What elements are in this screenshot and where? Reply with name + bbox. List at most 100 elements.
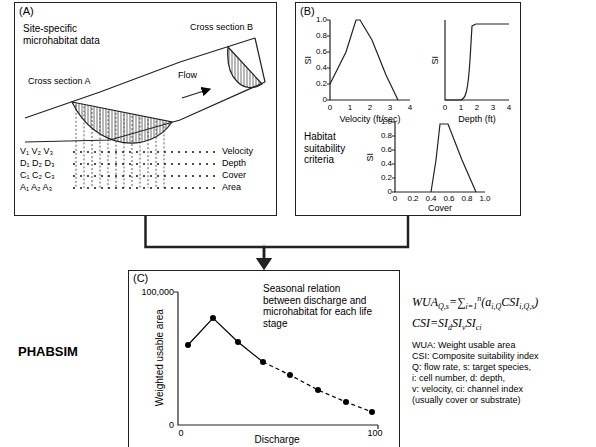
tick-label: 2 bbox=[475, 103, 479, 112]
row-name: Area bbox=[222, 182, 241, 192]
tick-mark bbox=[392, 178, 395, 179]
data-dot bbox=[185, 175, 187, 177]
data-dot bbox=[157, 163, 159, 165]
cover-curve bbox=[431, 124, 476, 192]
tick-mark bbox=[327, 68, 330, 69]
text-label: Cross section A bbox=[28, 76, 91, 86]
data-dot bbox=[94, 163, 96, 165]
tick-mark bbox=[392, 192, 395, 193]
axis-label: SI bbox=[303, 56, 313, 65]
data-point bbox=[369, 409, 375, 415]
data-dot bbox=[87, 187, 89, 189]
survey-line bbox=[132, 116, 133, 188]
data-dot bbox=[213, 163, 215, 165]
data-dot bbox=[73, 187, 75, 189]
data-dot bbox=[143, 151, 145, 153]
axis-label: Weighted usable area bbox=[154, 309, 166, 406]
survey-line bbox=[76, 105, 77, 188]
tick-label: 4 bbox=[408, 103, 412, 112]
formula-part: CSI=SI bbox=[412, 316, 448, 330]
tick-mark bbox=[392, 136, 395, 137]
formula-part: ) bbox=[534, 295, 538, 309]
data-dot bbox=[122, 163, 124, 165]
formula-row: WUAQ,s=∑i=1n(ai,QCSIi,Q,s) bbox=[412, 294, 538, 312]
data-dot bbox=[192, 175, 194, 177]
formula-row: CSI=SIdSIvSIci bbox=[412, 316, 481, 333]
data-dot bbox=[185, 151, 187, 153]
data-dot bbox=[115, 175, 117, 177]
tick-mark bbox=[392, 164, 395, 165]
data-dot bbox=[164, 151, 166, 153]
axis-label: Depth (ft) bbox=[458, 114, 496, 124]
tick-label: 0.2 bbox=[381, 173, 392, 182]
data-dot bbox=[94, 187, 96, 189]
formula-part: i=1 bbox=[466, 302, 478, 311]
connector-line bbox=[264, 216, 408, 259]
tick-label: 1.0 bbox=[381, 117, 392, 126]
data-dot bbox=[129, 163, 131, 165]
data-dot bbox=[108, 175, 110, 177]
data-dot bbox=[136, 187, 138, 189]
data-dot bbox=[101, 187, 103, 189]
river-end bbox=[255, 38, 265, 82]
tick-label: 0.8 bbox=[461, 194, 472, 203]
definition-note: i: cell number, d: depth, bbox=[412, 373, 505, 383]
tick-label: 0.6 bbox=[443, 194, 454, 203]
tick-label: 0 bbox=[178, 428, 183, 438]
wua-curve bbox=[263, 362, 372, 412]
river-bank bbox=[25, 38, 255, 118]
formula-part: WUA bbox=[412, 295, 438, 309]
row-name: Cover bbox=[222, 170, 246, 180]
cross-section-a bbox=[72, 102, 172, 143]
data-dot bbox=[143, 163, 145, 165]
data-dot bbox=[80, 151, 82, 153]
text-label: Flow bbox=[178, 70, 197, 80]
data-dot bbox=[143, 175, 145, 177]
data-point bbox=[235, 339, 241, 345]
tick-mark bbox=[327, 20, 330, 21]
tick-label: 0.6 bbox=[316, 47, 327, 56]
axis-label: Discharge bbox=[254, 434, 299, 446]
data-dot bbox=[87, 175, 89, 177]
data-dot bbox=[213, 187, 215, 189]
definition-note: WUA: Weight usable area bbox=[412, 340, 515, 350]
axis-label: SI bbox=[365, 153, 375, 162]
row-name: Velocity bbox=[222, 146, 253, 156]
data-dot bbox=[157, 187, 159, 189]
data-dot bbox=[101, 151, 103, 153]
data-dot bbox=[171, 151, 173, 153]
formula-part: ci bbox=[476, 323, 482, 332]
data-dot bbox=[199, 163, 201, 165]
axis bbox=[445, 20, 509, 100]
data-dot bbox=[192, 187, 194, 189]
row-name: Depth bbox=[222, 158, 246, 168]
panel-title: Habitat suitability criteria bbox=[304, 131, 364, 166]
survey-line bbox=[84, 106, 85, 188]
panel-letter: (B) bbox=[300, 5, 315, 18]
data-dot bbox=[136, 163, 138, 165]
formula-part: Q,s bbox=[438, 302, 449, 311]
data-dot bbox=[73, 175, 75, 177]
tick-label: 0 bbox=[388, 187, 392, 196]
data-dot bbox=[115, 187, 117, 189]
tick-label: 0.4 bbox=[381, 159, 392, 168]
data-dot bbox=[150, 175, 152, 177]
definition-note: v: velocity, ci: channel index bbox=[412, 384, 523, 394]
data-dot bbox=[73, 151, 75, 153]
repeats bbox=[73, 20, 395, 415]
data-point bbox=[287, 372, 293, 378]
merge-arrow bbox=[256, 216, 408, 270]
definition-note: CSI: Composite suitability index bbox=[412, 351, 539, 361]
data-dot bbox=[199, 175, 201, 177]
data-dot bbox=[122, 175, 124, 177]
tick-label: 0.2 bbox=[316, 79, 327, 88]
survey-line bbox=[140, 118, 141, 188]
survey-line bbox=[148, 119, 149, 188]
data-dot bbox=[80, 187, 82, 189]
data-dot bbox=[129, 151, 131, 153]
data-dot bbox=[122, 151, 124, 153]
survey-line bbox=[100, 110, 101, 188]
tick-label: 4 bbox=[507, 103, 511, 112]
data-point bbox=[260, 359, 266, 365]
